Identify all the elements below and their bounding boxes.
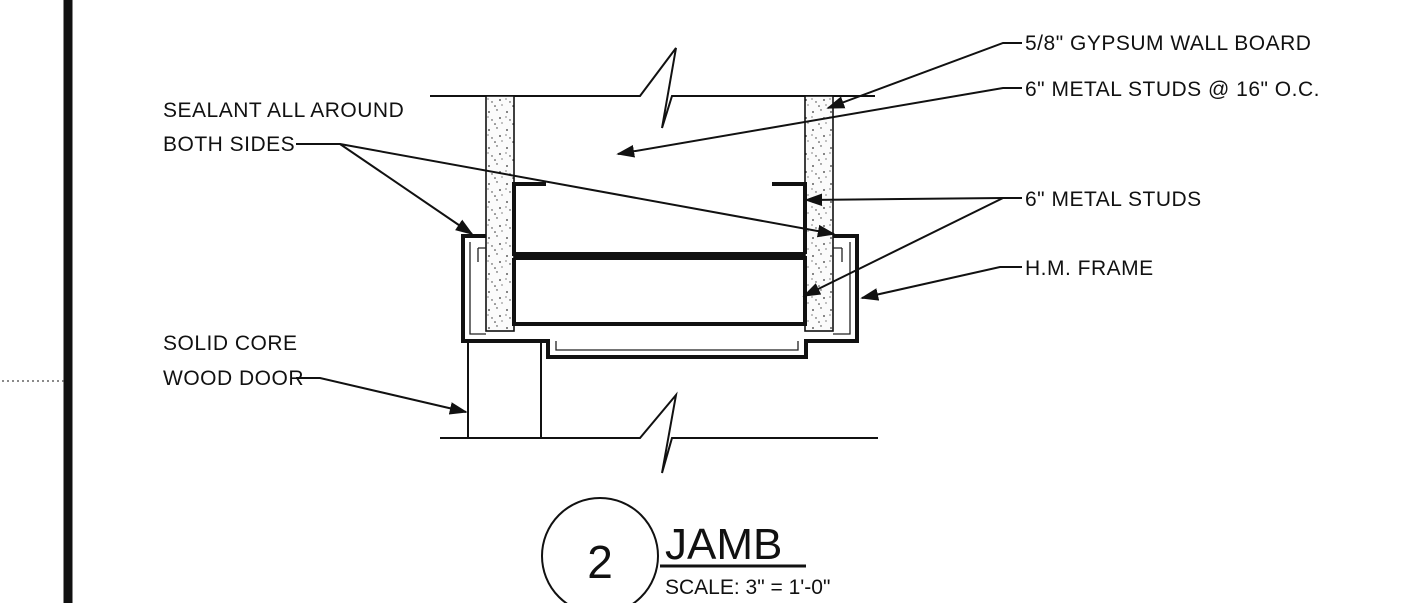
label-door-line2: WOOD DOOR xyxy=(163,367,304,390)
label-sealant-line1: SEALANT ALL AROUND xyxy=(163,99,404,122)
detail-title: JAMB xyxy=(665,520,782,569)
leader-gypsum xyxy=(826,42,1022,109)
solid-core-door xyxy=(467,339,542,438)
detail-scale: SCALE: 3" = 1'-0" xyxy=(665,576,830,599)
label-door-line1: SOLID CORE xyxy=(163,332,298,355)
top-wall-break-line xyxy=(430,47,875,129)
bottom-break-line xyxy=(440,391,878,474)
leader-hm-frame xyxy=(860,266,1022,301)
metal-stud-upper-right-lip xyxy=(772,182,807,254)
metal-stud-lower xyxy=(512,256,807,326)
leader-sealant-right xyxy=(339,143,836,238)
leader-metal-studs-a xyxy=(804,193,1022,207)
metal-stud-upper xyxy=(512,182,805,256)
leader-door xyxy=(296,377,468,415)
gypsum-board-right xyxy=(804,95,834,332)
label-hm-frame: H.M. FRAME xyxy=(1025,257,1154,280)
label-sealant-line2: BOTH SIDES xyxy=(163,133,295,156)
hm-frame-profile xyxy=(461,234,859,359)
detail-number: 2 xyxy=(587,536,613,588)
hm-frame-lip-right xyxy=(833,247,843,262)
leader-metal-studs-b xyxy=(802,197,1004,297)
detail-number-circle xyxy=(541,497,659,603)
gypsum-board-left xyxy=(485,95,515,332)
label-gypsum-wall-board: 5/8" GYPSUM WALL BOARD xyxy=(1025,32,1311,55)
label-metal-studs-oc: 6" METAL STUDS @ 16" O.C. xyxy=(1025,78,1320,101)
hm-frame-lip-left xyxy=(477,247,486,262)
label-metal-studs: 6" METAL STUDS xyxy=(1025,188,1202,211)
leader-metal-studs-oc xyxy=(616,87,1022,158)
leader-sealant-left xyxy=(296,143,474,236)
